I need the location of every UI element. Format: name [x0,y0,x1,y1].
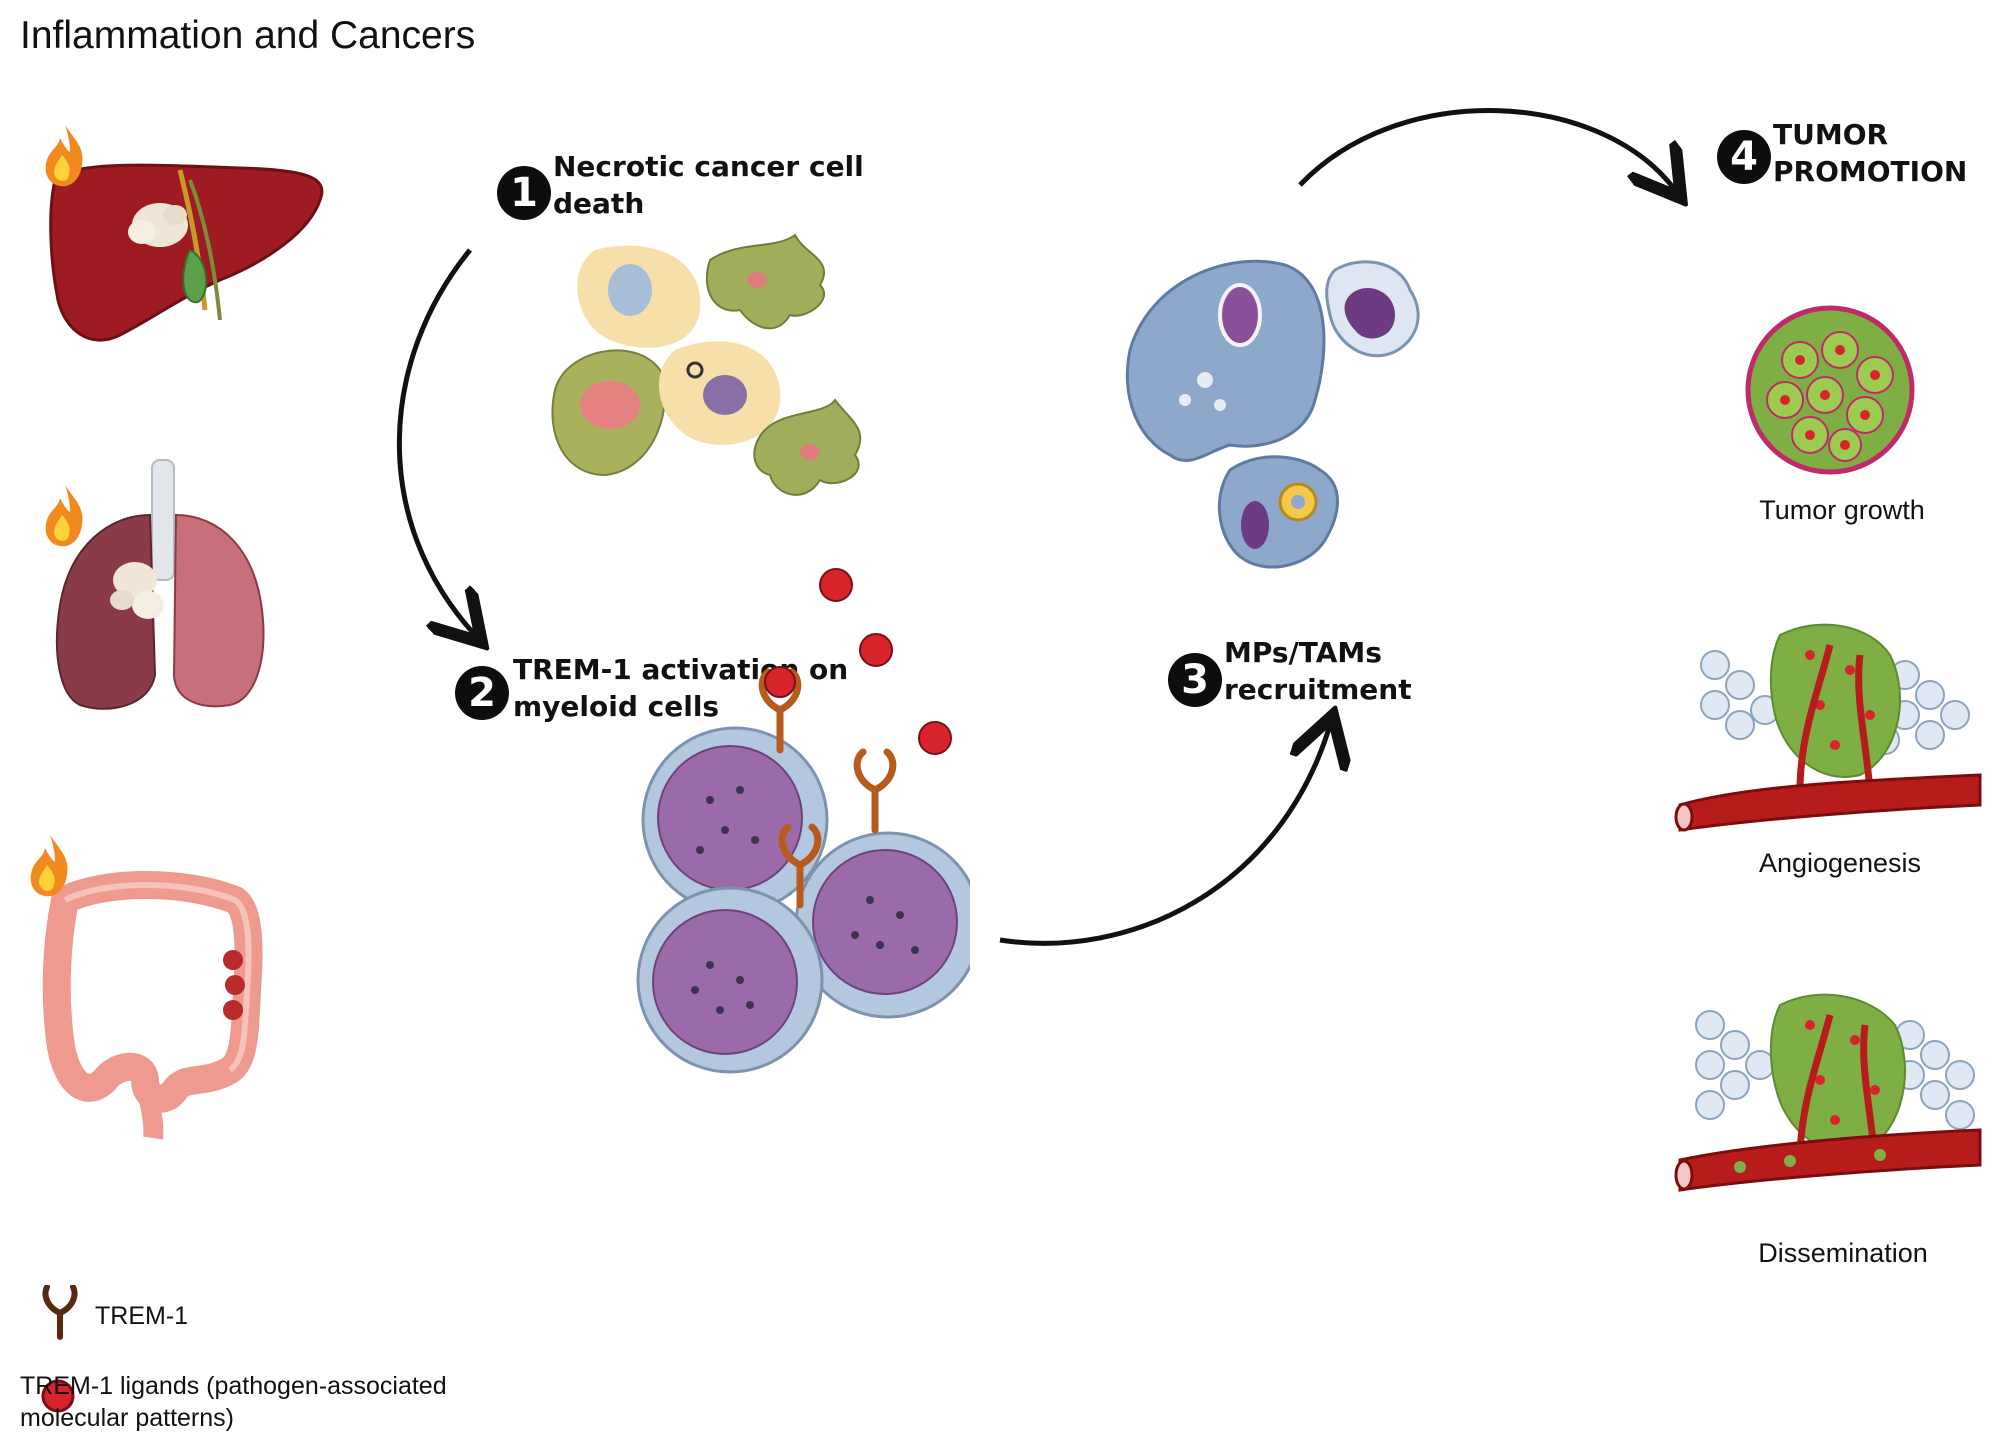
legend-ligand-line1: TREM-1 ligands (pathogen-associated [20,1372,447,1400]
step-3-label-line2: recruitment [1224,673,1412,706]
step-4-badge: 4 [1717,130,1771,184]
legend-ligand-line2: molecular patterns) [20,1404,234,1432]
step-4-label: TUMOR PROMOTION [1773,116,1967,190]
outcome-dissemination: Dissemination [1758,1238,1928,1268]
legend-ligand-label: TREM-1 ligands (pathogen-associated mole… [20,1370,447,1434]
flame-icon [30,835,68,897]
angiogenesis-icon [1674,623,1982,832]
step-2-badge: 2 [455,666,509,720]
outcome-tumor-growth: Tumor growth [1759,495,1925,525]
liver-icon [49,163,324,342]
ligand-dot [918,721,952,755]
step-3-badge: 3 [1168,653,1222,707]
arrow-step1-to-step2 [396,248,475,635]
lung-icon [55,459,265,710]
page-title: Inflammation and Cancers [20,14,476,57]
bound-ligand-dot [764,666,796,698]
dissemination-icon [1674,993,1982,1192]
arrow-step3-to-step4 [1298,108,1675,190]
outcome-angiogenesis: Angiogenesis [1758,848,1922,878]
trem1-ligand-icon [41,1379,75,1413]
macrophages-icon [1125,259,1420,569]
step-3-label-line1: MPs/TAMs [1224,636,1382,669]
ligand-dot [859,633,893,667]
trem1-receptor-icon [42,1285,78,1340]
tumor-icon [1745,305,1915,475]
colon-icon [42,871,263,1140]
necrotic-cells-icon [551,233,862,496]
flame-icon [45,125,83,187]
legend-trem1-label: TREM-1 [95,1302,189,1330]
step-4-label-line2: PROMOTION [1773,155,1968,188]
myeloid-cells-icon [636,568,970,1074]
step-1-label-line1: Necrotic cancer cell [553,150,864,183]
step-1-label: Necrotic cancer cell death [553,148,864,222]
step-2-label-line2: myeloid cells [513,690,720,723]
step-1-label-line2: death [553,187,645,220]
step-4-label-line1: TUMOR [1773,118,1889,151]
step-3-label: MPs/TAMs recruitment [1224,634,1412,708]
flame-icon [45,485,83,547]
step-1-badge: 1 [497,166,551,220]
ligand-dot [819,568,853,602]
arrow-step2-to-step3 [999,725,1330,946]
